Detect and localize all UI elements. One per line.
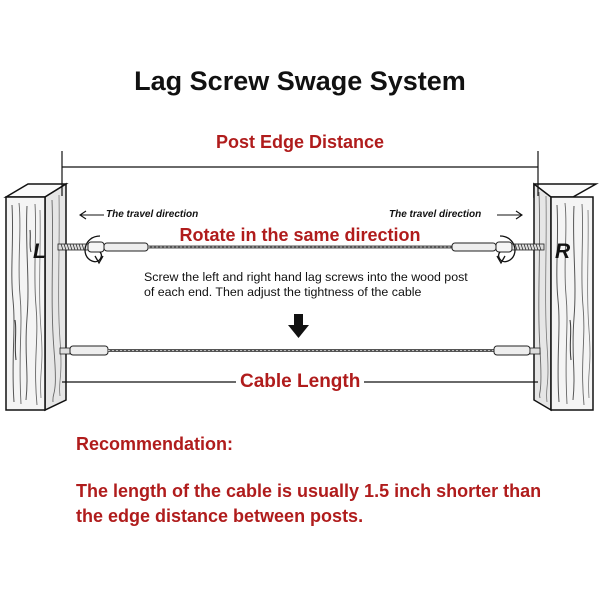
down-arrow-icon: [288, 314, 309, 338]
recommendation-heading: Recommendation:: [76, 434, 234, 454]
travel-direction-arrow-right: [497, 210, 523, 220]
rotation-arrow-right: [496, 235, 516, 265]
rotation-arrow-left: [84, 235, 104, 265]
recommendation-body: The length of the cable is usually 1.5 i…: [76, 481, 542, 526]
right-wood-post: [533, 182, 599, 412]
left-side-letter: L: [33, 240, 46, 263]
instruction-text: Screw the left and right hand lag screws…: [144, 270, 468, 299]
travel-direction-label-right: The travel direction: [389, 209, 482, 220]
top-cable-assembly: [57, 241, 545, 253]
left-wood-post: [3, 182, 69, 412]
travel-direction-label-left: The travel direction: [106, 209, 199, 220]
travel-direction-arrow-left: [79, 210, 104, 220]
rotate-direction-label: Rotate in the same direction: [179, 225, 421, 245]
post-edge-dimension: [61, 151, 539, 196]
bottom-cable-assembly: [59, 345, 541, 356]
post-edge-distance-label: Post Edge Distance: [215, 132, 385, 152]
cable-length-label: Cable Length: [236, 371, 365, 393]
right-side-letter: R: [555, 240, 571, 263]
page-title: Lag Screw Swage System: [134, 66, 466, 96]
